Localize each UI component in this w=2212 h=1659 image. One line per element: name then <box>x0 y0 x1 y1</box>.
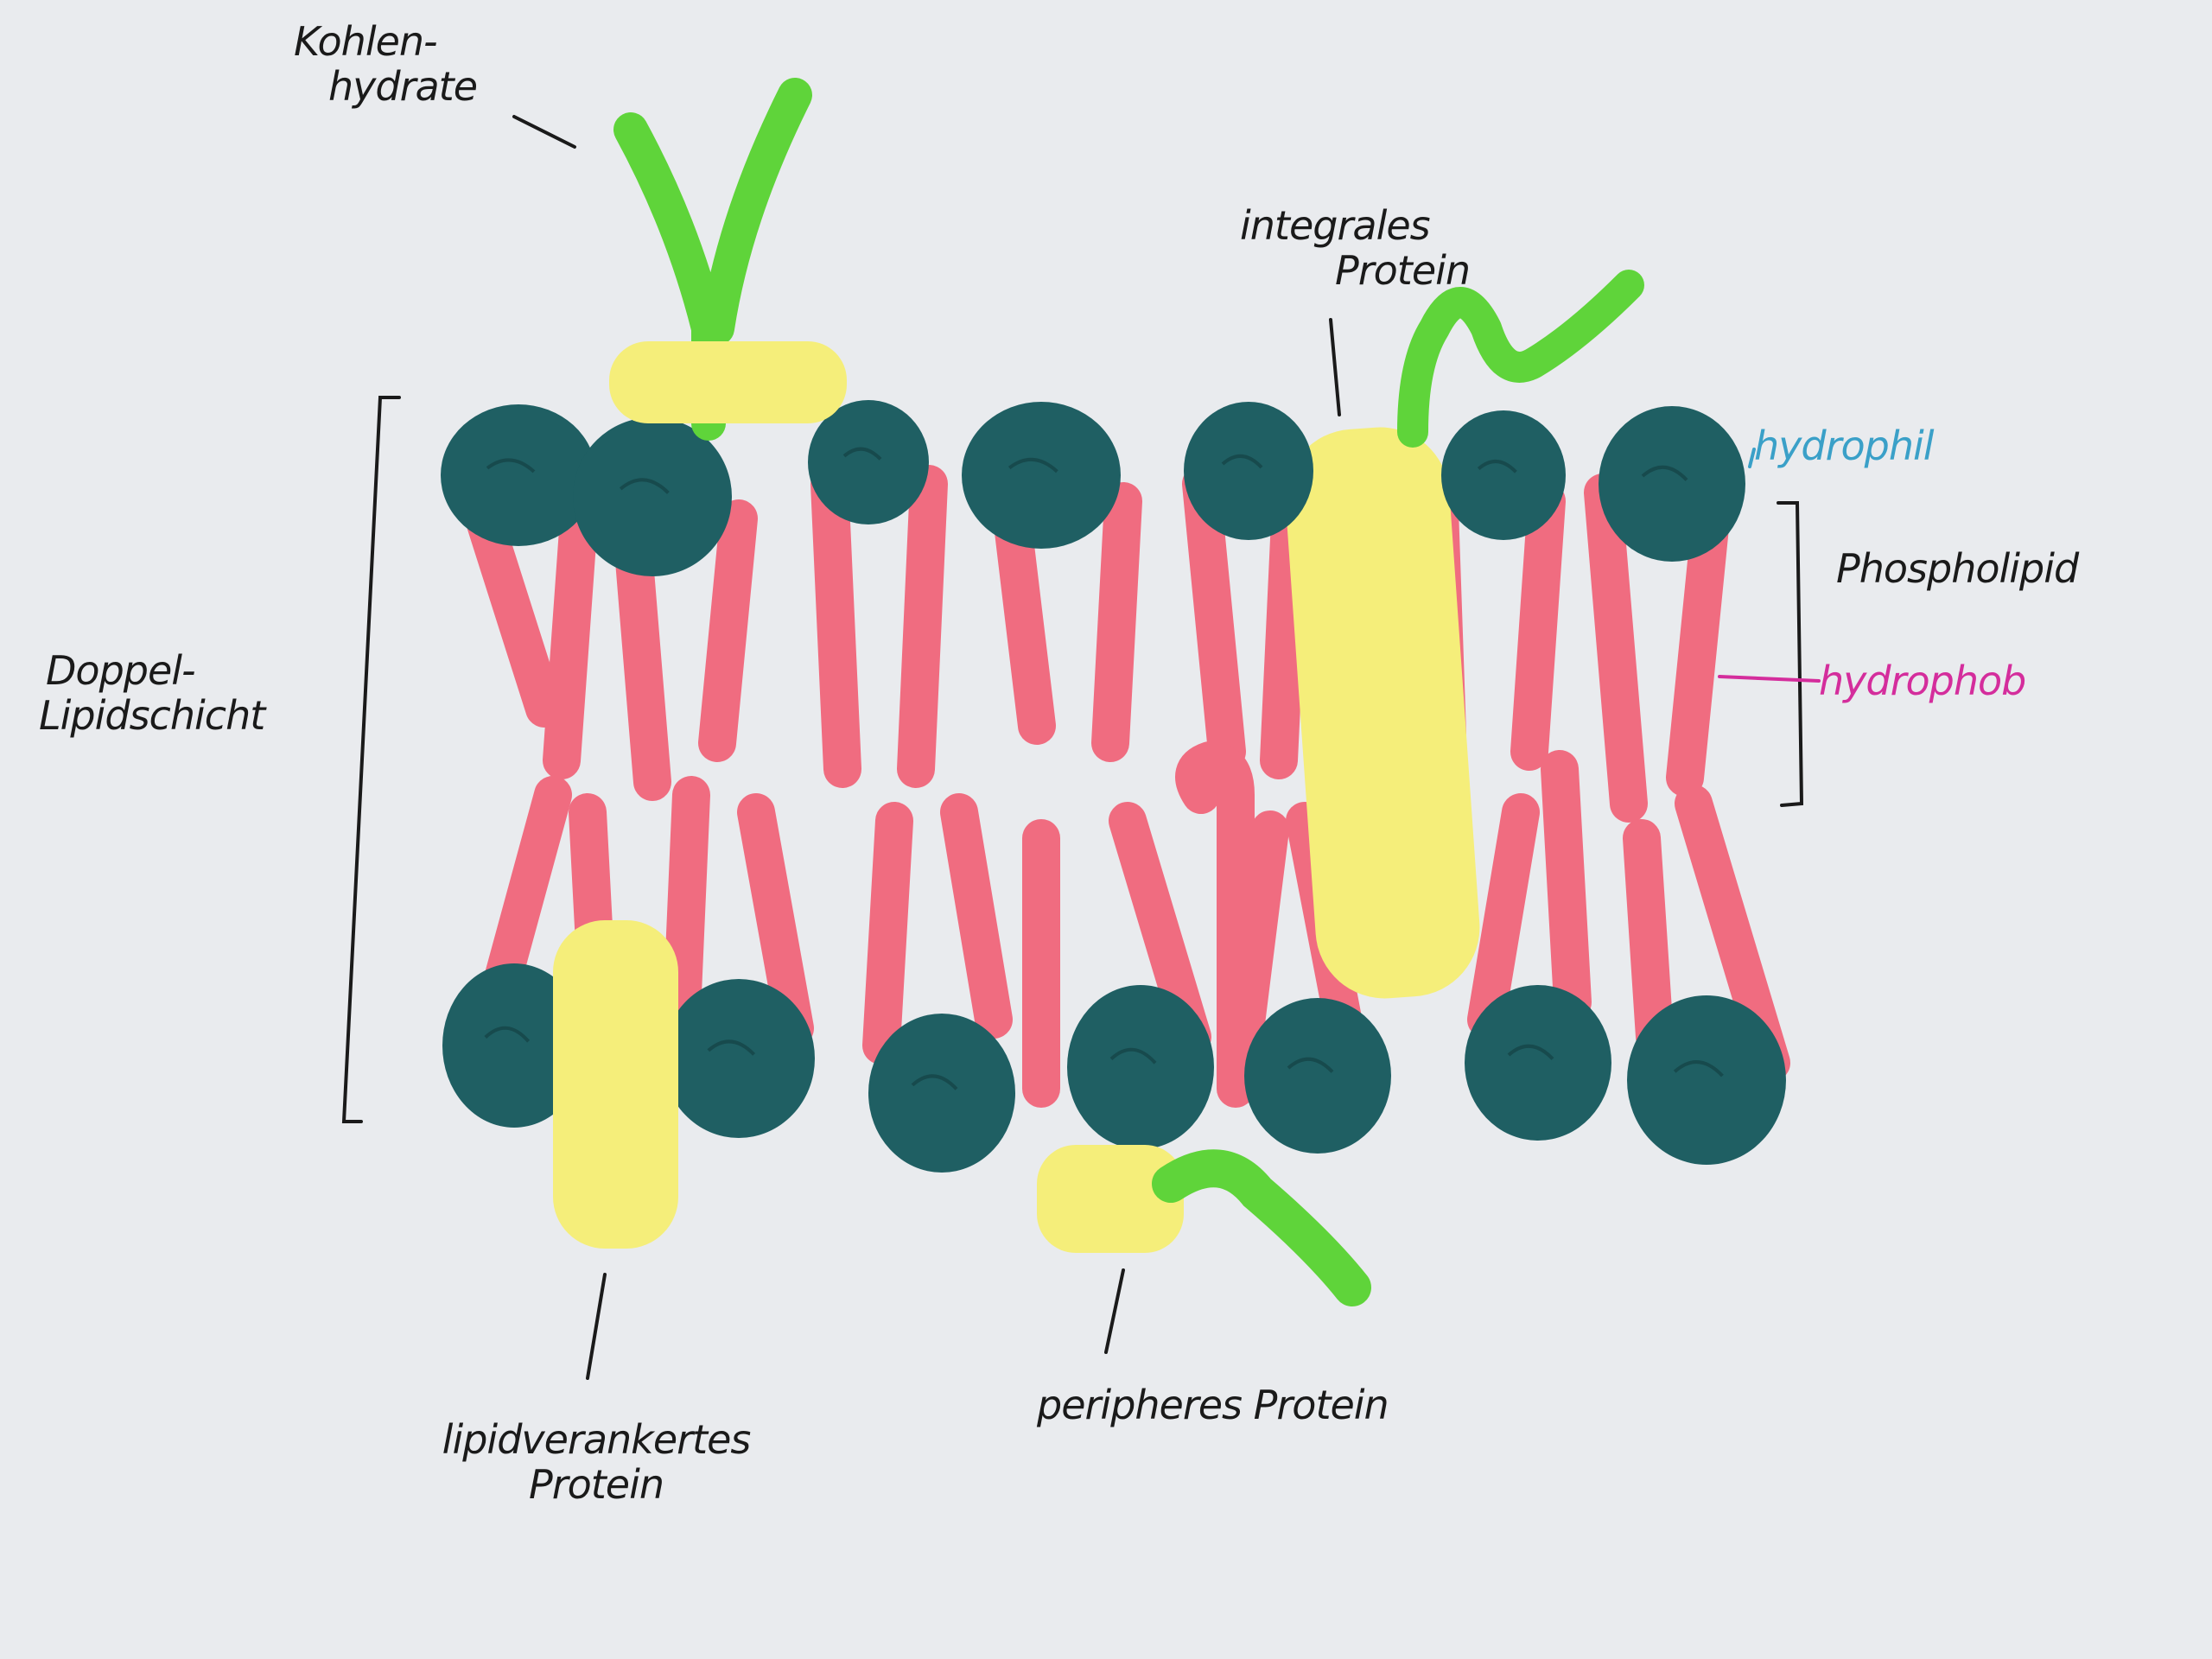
lipid-head <box>1599 406 1745 562</box>
lipid-head <box>663 979 815 1138</box>
lipid-head <box>442 963 586 1128</box>
pointer-line <box>1104 1268 1125 1354</box>
head-crack <box>1287 1057 1334 1073</box>
lipid-tail <box>1510 482 1566 771</box>
lipid-head <box>1627 995 1786 1165</box>
lipid-tail <box>810 465 861 788</box>
lipid-tail <box>1467 793 1540 1039</box>
lipid-tail <box>1541 750 1592 1021</box>
pointer-line <box>1329 318 1341 416</box>
label-peripheres-protein: peripheres Protein <box>1037 1382 1389 1428</box>
lipid-tail <box>737 793 814 1047</box>
lipid-head <box>573 417 732 576</box>
pointer-line <box>512 115 576 149</box>
lipid-tail <box>1091 482 1142 762</box>
lipid-tail <box>664 776 710 1013</box>
carbohydrate-chain <box>1397 270 1644 448</box>
lipid-tail <box>465 499 563 728</box>
label-lipidverankertes-protein: lipidverankertes Protein <box>442 1416 752 1508</box>
lipid-tail <box>992 491 1056 745</box>
pointer-line <box>341 396 401 1123</box>
label-doppel-lipidschicht: Doppel- Lipidschicht <box>39 647 265 739</box>
head-crack <box>484 1026 531 1043</box>
lipid-tail <box>897 465 948 788</box>
lipid-tail <box>1666 499 1730 797</box>
pointer-line <box>1718 675 1821 683</box>
label-hydrophil: hydrophil <box>1754 423 1935 469</box>
lipid-head <box>868 1014 1015 1173</box>
lipid-tail <box>698 499 758 762</box>
lipid-tail <box>482 776 572 1004</box>
label-phospholipid: Phospholipid <box>1836 545 2079 592</box>
integral-protein <box>1285 427 1480 999</box>
lipid-tail <box>1182 465 1246 771</box>
lipid-tail <box>862 802 913 1065</box>
head-crack <box>707 1039 756 1056</box>
lipid-anchored-protein <box>553 920 678 1249</box>
lipid-head <box>441 404 596 546</box>
peripheral-protein <box>1037 1145 1184 1253</box>
head-crack <box>1109 1047 1157 1065</box>
lipid-tail <box>543 499 598 779</box>
head-crack <box>1221 454 1263 469</box>
glycoprotein <box>609 341 847 423</box>
head-crack <box>1007 457 1058 474</box>
carbohydrate-chain <box>1152 1149 1371 1306</box>
head-crack <box>1507 1044 1554 1060</box>
lipid-head <box>1184 402 1313 540</box>
lipid-head <box>1441 410 1566 540</box>
lipid-head <box>962 402 1121 549</box>
lipid-head <box>1465 985 1611 1141</box>
head-crack <box>1641 465 1688 481</box>
head-crack <box>486 458 536 474</box>
label-integrales-protein: integrales Protein <box>1240 202 1471 294</box>
head-crack <box>1673 1060 1724 1077</box>
head-crack <box>1477 460 1517 474</box>
lipid-tail <box>1175 741 1255 1108</box>
lipid-tail <box>1584 474 1648 823</box>
head-crack <box>619 478 670 494</box>
pointer-line <box>586 1273 607 1380</box>
head-crack <box>911 1074 958 1090</box>
lipid-tail <box>940 793 1013 1039</box>
head-crack <box>842 447 882 461</box>
lipid-head <box>808 400 929 524</box>
lipid-head <box>1244 998 1391 1154</box>
label-hydrophob: hydrophob <box>1819 658 2026 704</box>
pointer-line <box>1748 448 1756 468</box>
pointer-line <box>1777 501 1804 807</box>
label-kohlenhydrate: Kohlen- hydrate <box>294 18 478 110</box>
lipid-tail <box>1623 819 1674 1056</box>
lipid-head <box>1067 985 1214 1149</box>
